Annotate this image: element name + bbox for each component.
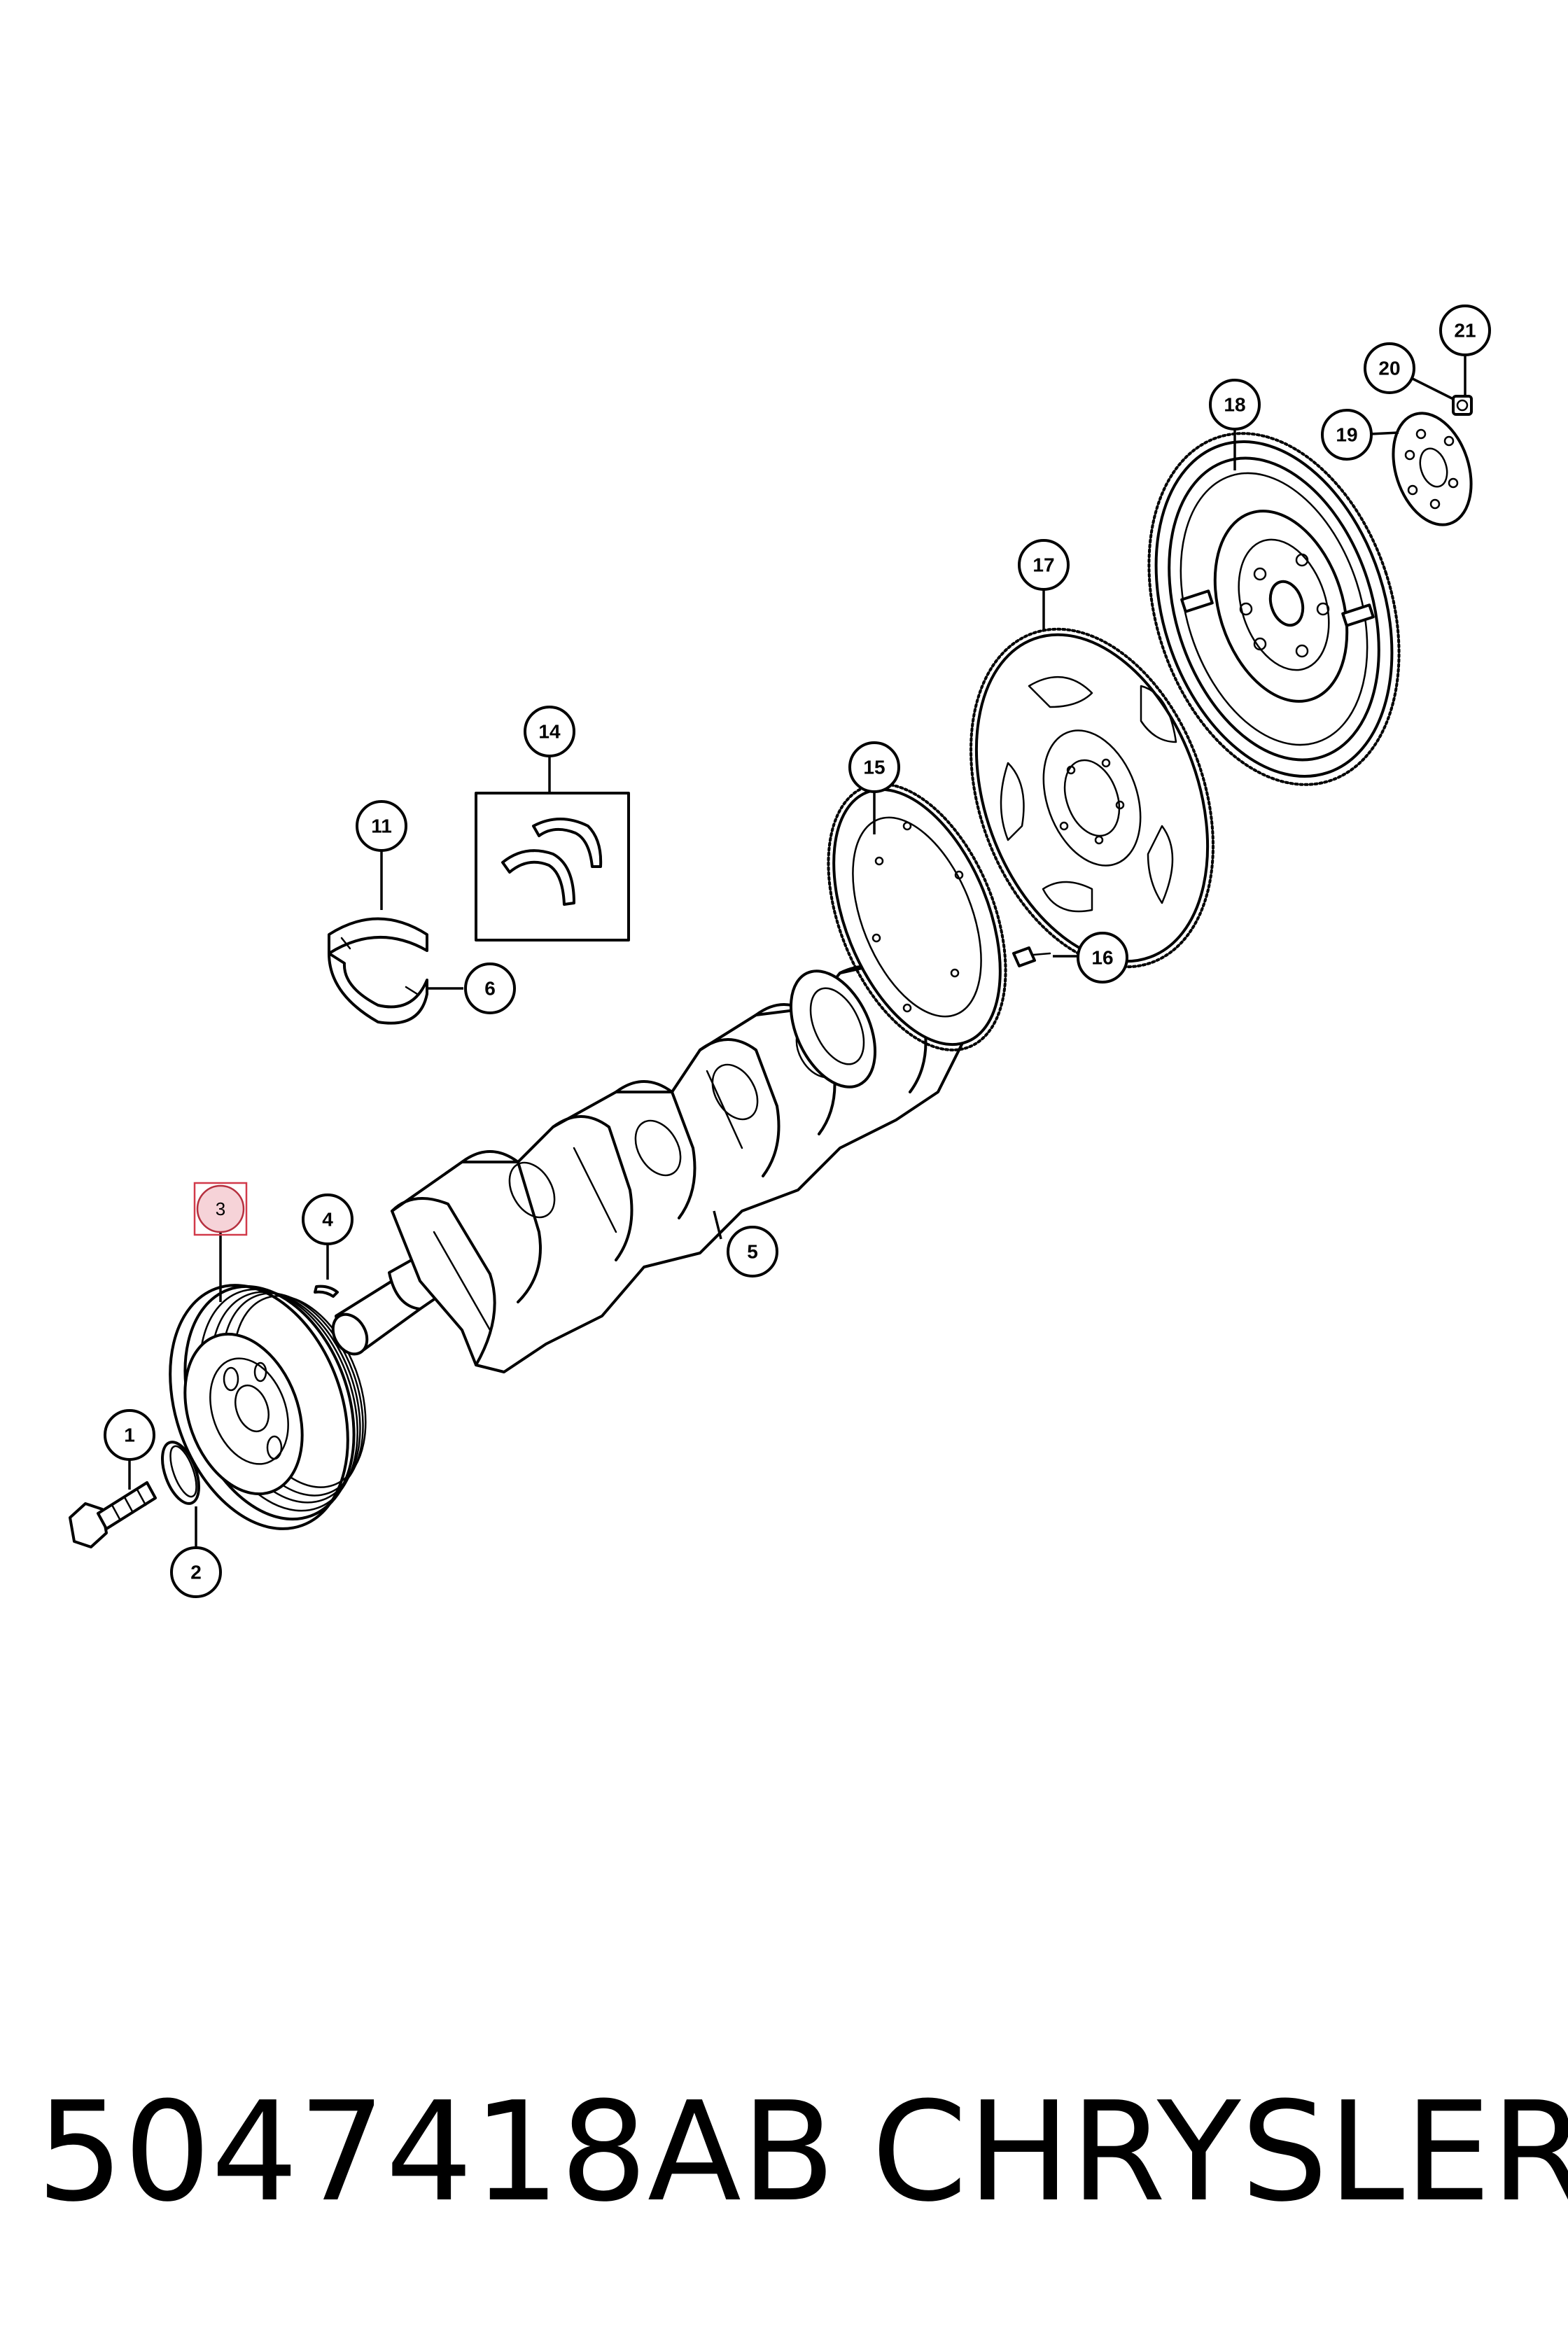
callout-14[interactable]: 14: [524, 706, 575, 757]
callout-2[interactable]: 2: [170, 1546, 222, 1598]
callout-16-label: 16: [1091, 947, 1113, 969]
part-flywheel-plate: [1392, 412, 1473, 526]
callout-20-label: 20: [1378, 358, 1400, 379]
part-flywheel-bolt: [1452, 395, 1473, 416]
callout-19-label: 19: [1336, 424, 1357, 446]
part-flexplate: [969, 627, 1214, 969]
leader-5: [713, 1210, 722, 1240]
callout-21-label: 21: [1454, 320, 1476, 342]
part-main-bearing: [328, 917, 428, 1025]
callout-3-highlighted[interactable]: 3: [193, 1182, 248, 1236]
callout-6[interactable]: 6: [464, 962, 516, 1014]
part-number-label: 5047418AB: [36, 2073, 836, 2232]
callout-5-label: 5: [747, 1241, 758, 1263]
part-crankshaft: [331, 958, 967, 1373]
callout-21[interactable]: 21: [1439, 304, 1491, 356]
callout-3-label: 3: [216, 1198, 225, 1219]
leader-19: [1370, 431, 1399, 435]
callout-2-label: 2: [190, 1562, 202, 1583]
callout-11[interactable]: 11: [356, 800, 407, 852]
highlight-box: [193, 1182, 248, 1236]
callout-17-label: 17: [1032, 554, 1054, 576]
callout-1[interactable]: 1: [104, 1409, 155, 1461]
callout-18[interactable]: 18: [1209, 379, 1261, 430]
part-woodruff-key: [314, 1284, 339, 1298]
callout-4-label: 4: [322, 1209, 333, 1231]
part-damper-pulley: [169, 1284, 367, 1530]
callout-1-label: 1: [124, 1424, 135, 1446]
callout-14-label: 14: [538, 721, 561, 743]
callout-19[interactable]: 19: [1321, 409, 1373, 461]
leader-20: [1410, 377, 1454, 400]
callout-15-label: 15: [863, 757, 885, 778]
part-bolt: [69, 1481, 157, 1548]
callout-11-label: 11: [371, 816, 392, 837]
callout-5[interactable]: 5: [727, 1226, 778, 1278]
part-flywheel: [1147, 432, 1401, 786]
callout-16[interactable]: 16: [1077, 932, 1128, 983]
callout-17[interactable]: 17: [1018, 539, 1070, 591]
part-flexplate-bolt: [1012, 946, 1051, 967]
callout-20[interactable]: 20: [1364, 342, 1415, 394]
callout-4[interactable]: 4: [302, 1194, 354, 1245]
brand-label: CHRYSLER: [872, 2073, 1568, 2232]
callout-15[interactable]: 15: [848, 741, 900, 793]
callout-6-label: 6: [484, 978, 496, 1000]
part-thrust-washers: [475, 792, 630, 941]
callout-18-label: 18: [1224, 394, 1245, 416]
